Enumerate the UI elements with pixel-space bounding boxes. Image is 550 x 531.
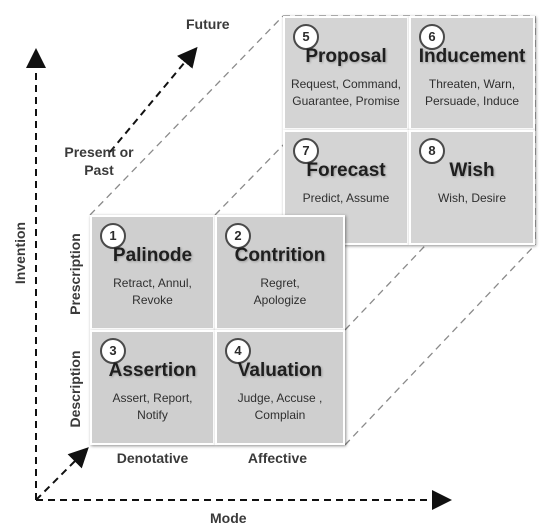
cell-verbs: Request, Command, Guarantee, Promise — [290, 77, 402, 108]
cell-title: Palinode — [112, 245, 193, 266]
cell-number: 3 — [100, 338, 126, 364]
cell-title: Assertion — [108, 360, 197, 381]
present-or-past-label: Present or Past — [64, 144, 134, 178]
cell-title: Proposal — [305, 46, 387, 67]
cell-number: 8 — [419, 138, 445, 164]
depth-axis-far — [109, 46, 198, 153]
cell-verbs: Assert, Report, Notify — [112, 391, 193, 422]
cell-verbs: Regret, Apologize — [253, 276, 307, 307]
cell-number: 4 — [225, 338, 251, 364]
cell-verbs: Threaten, Warn, Persuade, Induce — [424, 77, 520, 108]
description-label: Description — [67, 350, 83, 428]
cell-verbs: Judge, Accuse , Complain — [237, 391, 323, 422]
cell-number: 6 — [419, 24, 445, 50]
cell-inducement: 6 Inducement Threaten, Warn, Persuade, I… — [409, 16, 535, 130]
cell-verbs: Predict, Assume — [302, 191, 390, 205]
cell-number: 1 — [100, 223, 126, 249]
cell-verbs: Retract, Annul, Revoke — [113, 276, 192, 307]
cell-valuation: 4 Valuation Judge, Accuse , Complain — [215, 330, 345, 445]
denotative-label: Denotative — [116, 450, 189, 466]
cell-contrition: 2 Contrition Regret, Apologize — [215, 215, 345, 330]
cell-number: 7 — [293, 138, 319, 164]
cell-number: 2 — [225, 223, 251, 249]
cell-verbs: Wish, Desire — [437, 191, 506, 205]
cell-title: Wish — [449, 160, 495, 181]
cell-palinode: 1 Palinode Retract, Annul, Revoke — [90, 215, 215, 330]
invention-label: Invention — [12, 221, 28, 285]
cell-number: 5 — [293, 24, 319, 50]
affective-label: Affective — [247, 450, 308, 466]
future-label: Future — [186, 16, 230, 32]
cell-title: Contrition — [234, 245, 326, 266]
cell-assertion: 3 Assertion Assert, Report, Notify — [90, 330, 215, 445]
cell-title: Valuation — [237, 360, 323, 381]
cell-title: Forecast — [306, 160, 386, 181]
cell-title: Inducement — [418, 46, 526, 67]
depth-axis-near — [35, 447, 89, 501]
cell-proposal: 5 Proposal Request, Command, Guarantee, … — [283, 16, 409, 130]
mode-label: Mode — [210, 510, 247, 526]
prescription-label: Prescription — [67, 233, 83, 315]
cell-wish: 8 Wish Wish, Desire — [409, 130, 535, 245]
